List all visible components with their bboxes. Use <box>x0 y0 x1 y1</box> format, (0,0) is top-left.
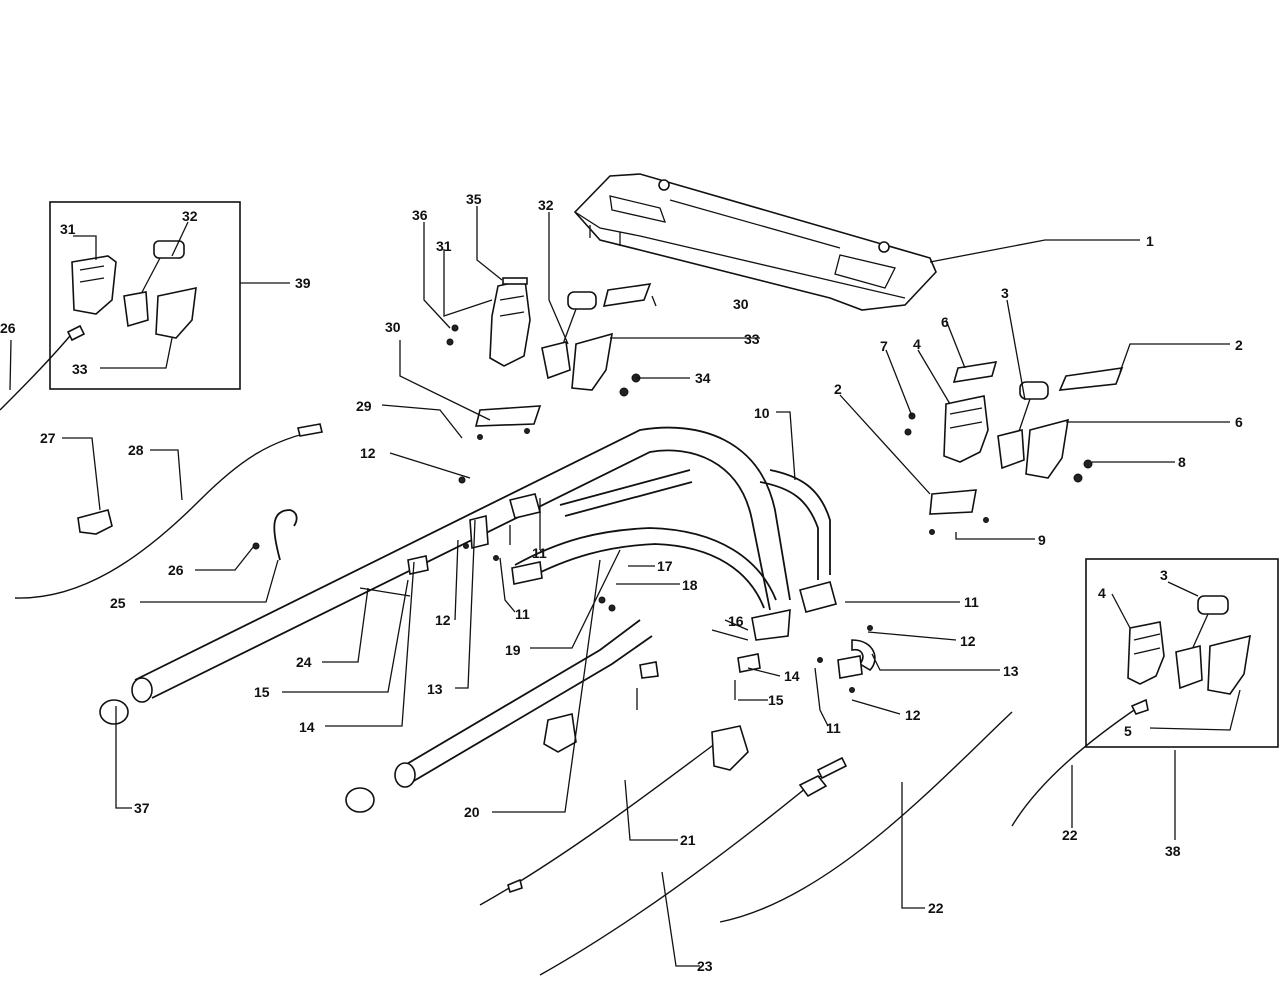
part-label: 20 <box>464 804 480 820</box>
part-label: 6 <box>941 314 949 330</box>
part-label: 11 <box>826 720 841 736</box>
part-label: 9 <box>1038 532 1046 548</box>
part-label: 11 <box>532 545 547 561</box>
part-label: 18 <box>682 577 698 593</box>
part-label: 12 <box>960 633 976 649</box>
part-label: 15 <box>254 684 270 700</box>
leader-lines <box>9 206 1241 967</box>
part-label: 19 <box>505 642 521 658</box>
part-label: 27 <box>40 430 56 446</box>
control-cluster-right <box>904 361 1124 535</box>
part-label: 8 <box>1178 454 1186 470</box>
part-label: 3 <box>1160 567 1168 583</box>
part-label: 30 <box>733 296 749 312</box>
part-label: 15 <box>768 692 784 708</box>
part-label: 28 <box>128 442 144 458</box>
part-label: 36 <box>412 207 428 223</box>
assembly-box-39 <box>0 201 241 411</box>
part-label: 13 <box>427 681 443 697</box>
part-label: 39 <box>295 275 311 291</box>
handle-tubes <box>131 426 831 788</box>
part-label: 23 <box>697 958 713 974</box>
part-label: 29 <box>356 398 372 414</box>
part-label: 25 <box>110 595 126 611</box>
part-label: 32 <box>182 208 198 224</box>
part-label: 33 <box>72 361 88 377</box>
cables <box>14 423 1013 976</box>
part-label: 5 <box>1124 723 1132 739</box>
part-label: 3 <box>1001 285 1009 301</box>
part-label: 26 <box>168 562 184 578</box>
part-label: 2 <box>1235 337 1243 353</box>
top-housing <box>573 173 937 311</box>
part-label: 1 <box>1146 233 1154 249</box>
part-label: 34 <box>695 370 711 386</box>
part-label: 12 <box>360 445 376 461</box>
part-label: 12 <box>905 707 921 723</box>
part-label: 21 <box>680 832 696 848</box>
part-label: 11 <box>515 606 530 622</box>
part-label: 22 <box>1062 827 1078 843</box>
part-labels: 1 2 2 3 3 4 4 5 6 6 7 8 9 10 11 11 11 11… <box>0 191 1243 974</box>
part-label: 12 <box>435 612 451 628</box>
part-label: 38 <box>1165 843 1181 859</box>
part-label: 6 <box>1235 414 1243 430</box>
part-label: 14 <box>784 668 800 684</box>
part-label: 22 <box>928 900 944 916</box>
part-label: 11 <box>964 594 979 610</box>
part-label: 10 <box>754 405 770 421</box>
part-label: 16 <box>728 613 744 629</box>
assembly-box-38 <box>1011 558 1279 827</box>
part-label: 30 <box>385 319 401 335</box>
part-label: 7 <box>880 338 888 354</box>
clamps-fasteners <box>77 476 876 771</box>
part-label: 31 <box>436 238 452 254</box>
part-label: 4 <box>913 336 921 352</box>
part-label: 24 <box>296 654 312 670</box>
part-label: 13 <box>1003 663 1019 679</box>
part-label: 14 <box>299 719 315 735</box>
part-label: 32 <box>538 197 554 213</box>
part-label: 17 <box>657 558 673 574</box>
tube-caps <box>99 699 375 813</box>
part-label: 31 <box>60 221 76 237</box>
part-label: 2 <box>834 381 842 397</box>
control-cluster-center <box>446 277 652 440</box>
part-label: 26 <box>0 320 16 336</box>
part-label: 37 <box>134 800 150 816</box>
part-label: 4 <box>1098 585 1106 601</box>
part-label: 33 <box>744 331 760 347</box>
part-label: 35 <box>466 191 482 207</box>
